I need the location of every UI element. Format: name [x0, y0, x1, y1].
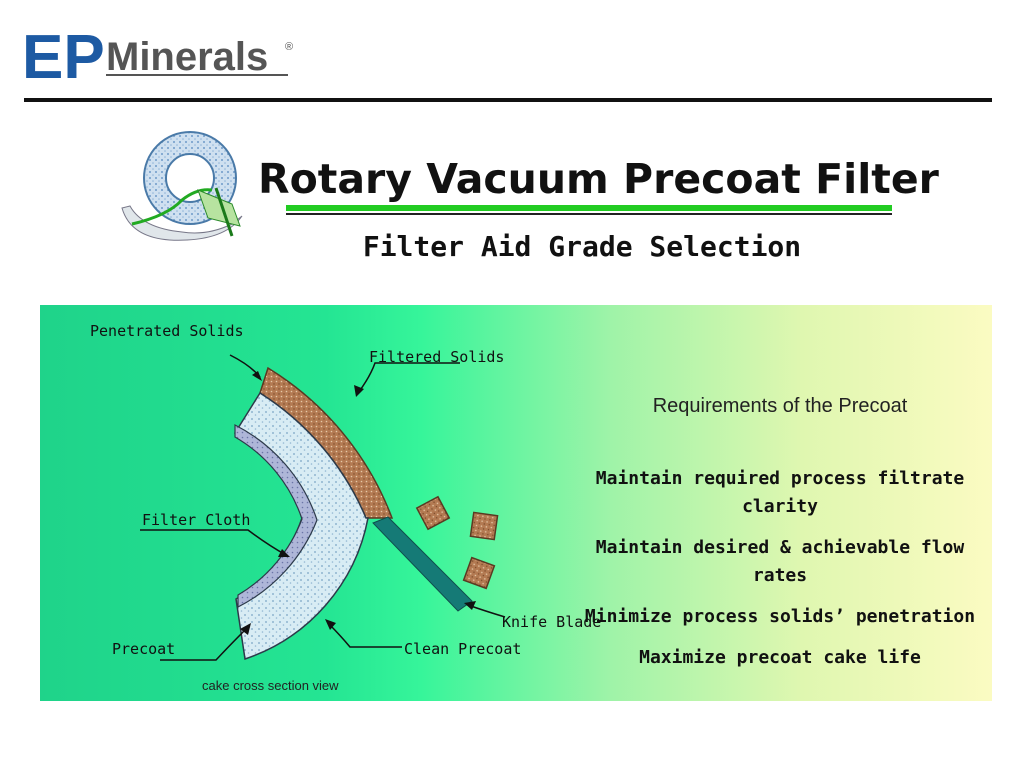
solids-chunk [469, 511, 499, 541]
label-penetrated-solids: Penetrated Solids [90, 322, 244, 340]
label-clean-precoat: Clean Precoat [404, 640, 522, 658]
requirement-item: Maintain required process filtrate clari… [595, 468, 965, 517]
header-rule [24, 98, 992, 102]
label-filtered-solids: Filtered Solids [369, 348, 505, 366]
page-title: Rotary Vacuum Precoat Filter [258, 155, 939, 203]
cake-cross-section-diagram [140, 354, 506, 661]
filter-cloth-layer [234, 424, 318, 608]
ep-logo-mark: EP Minerals ® [22, 23, 293, 92]
requirement-item: Maximize precoat cake life [639, 647, 921, 668]
solids-chunk [462, 556, 496, 590]
title-underline [286, 205, 892, 211]
page-subtitle: Filter Aid Grade Selection [362, 230, 802, 263]
label-knife-blade: Knife Blade [502, 613, 602, 631]
label-precoat: Precoat [112, 640, 176, 658]
requirements-list: Maintain required process filtrate clari… [580, 465, 980, 685]
ep-minerals-logo: EP Minerals ® [22, 20, 302, 92]
requirements-title: Requirements of the Precoat [652, 395, 908, 417]
logo-registered-mark: ® [285, 41, 293, 53]
content-panel: Penetrated Solids Filtered Solids Filter… [40, 305, 992, 701]
logo-mark-text: EP [22, 23, 105, 92]
requirement-item: Minimize process solids’ penetration [584, 606, 976, 627]
title-underline-thin [286, 213, 892, 215]
diagram-caption: cake cross section view [202, 678, 339, 693]
knife-blade [372, 516, 473, 612]
requirement-item: Maintain desired & achievable flow rates [595, 537, 965, 586]
label-filter-cloth: Filter Cloth [142, 511, 251, 529]
logo-name-text: Minerals [106, 35, 268, 79]
solids-chunk [415, 495, 451, 531]
filter-drum-emblem [112, 128, 262, 248]
